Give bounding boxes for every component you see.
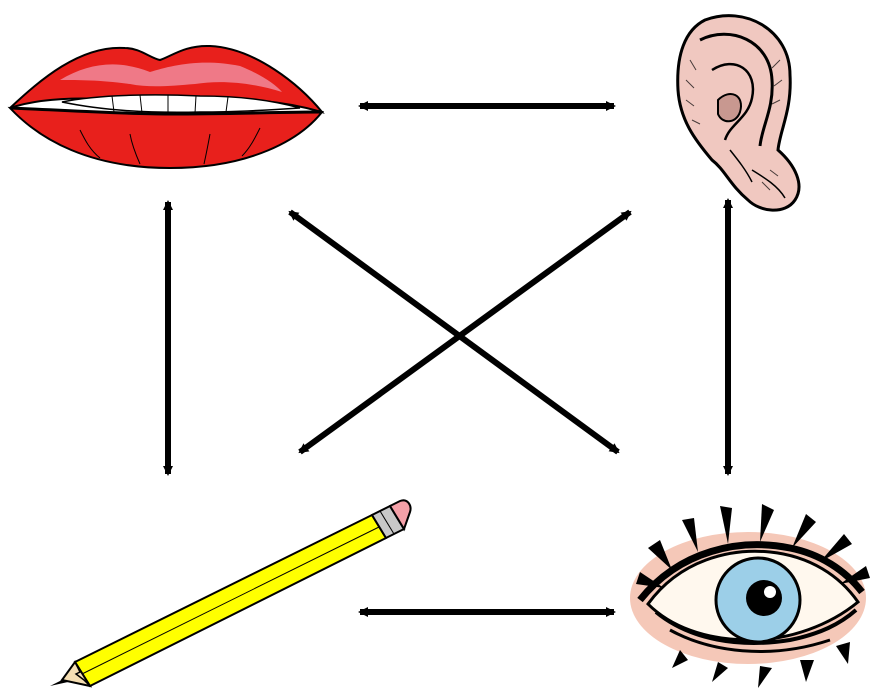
pencil-icon xyxy=(50,500,411,686)
ear-icon xyxy=(678,16,799,211)
arrow-ear-pencil xyxy=(300,212,630,452)
arrow-mouth-eye xyxy=(290,212,618,452)
eye-icon xyxy=(630,504,870,688)
lips-icon xyxy=(10,46,322,168)
arrows-group xyxy=(168,106,728,612)
